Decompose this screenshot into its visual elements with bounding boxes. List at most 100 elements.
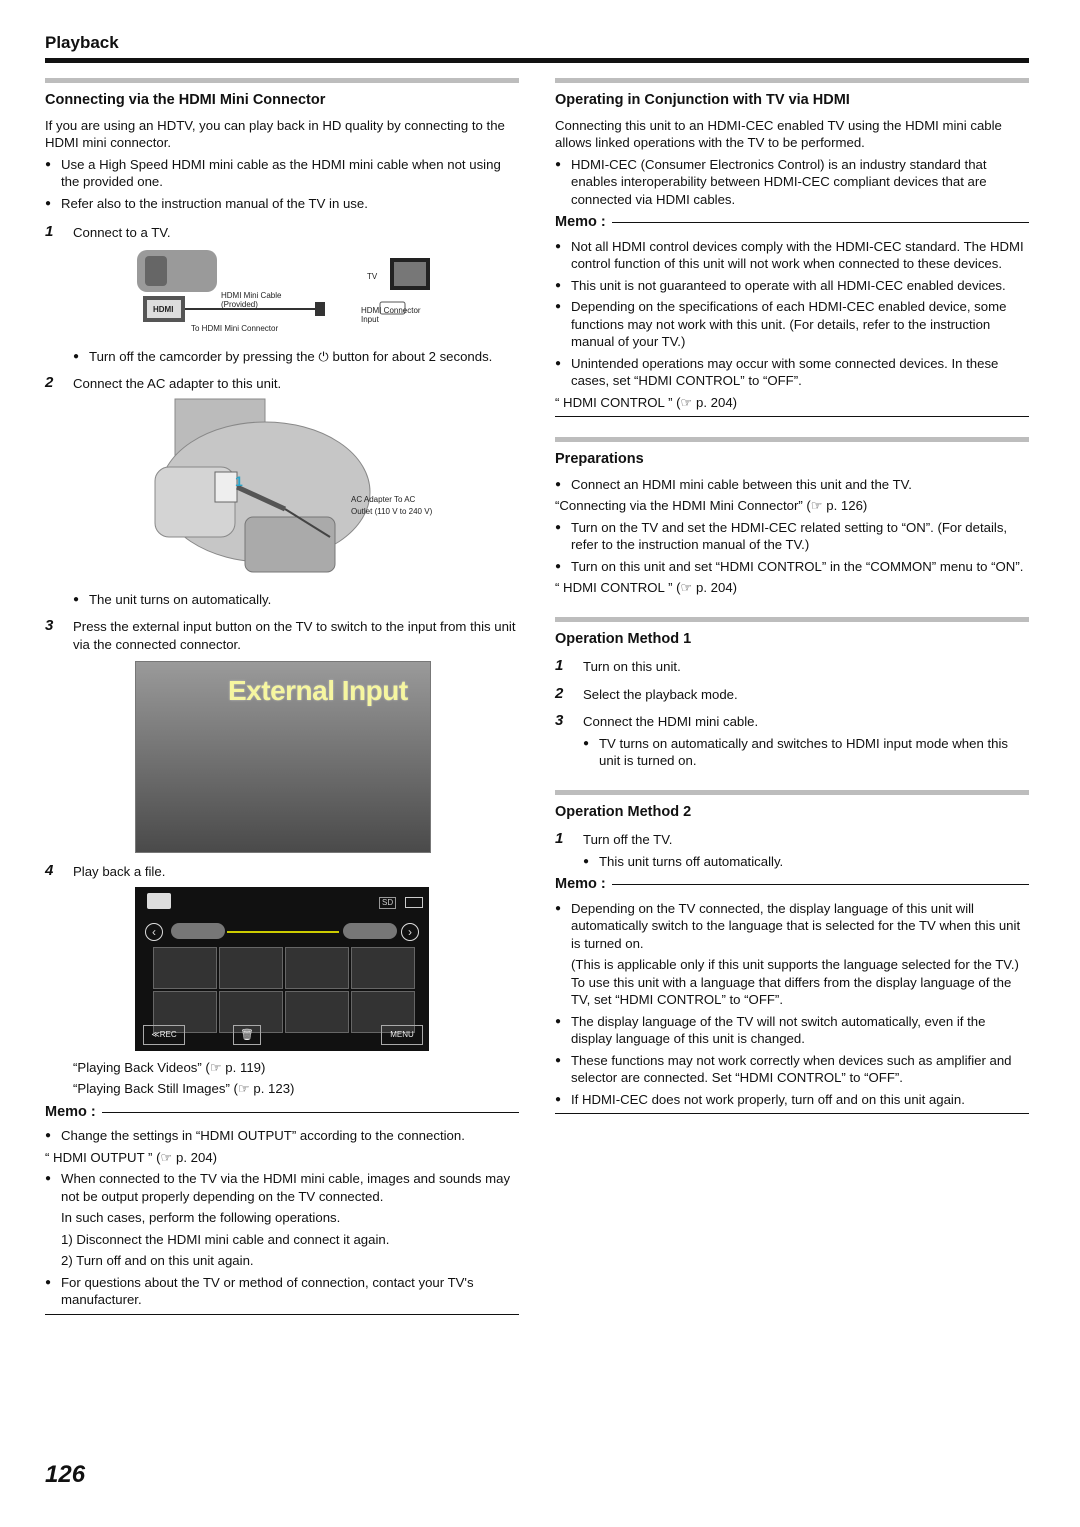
page-header: Playback — [45, 33, 119, 52]
memo-label: Memo : — [555, 214, 606, 230]
step-text: Turn off the TV. — [583, 832, 673, 847]
memo-end-rule — [555, 1113, 1029, 1114]
memo-label: Memo : — [45, 1103, 96, 1120]
step-number: 1 — [45, 223, 54, 240]
memo-heading: Memo : — [555, 214, 1029, 232]
memo-end-rule — [555, 416, 1029, 417]
tv-label: TV — [367, 271, 378, 281]
step-number: 3 — [555, 712, 564, 729]
step-2: 2 Connect the AC adapter to this unit. — [45, 374, 519, 393]
memo-text: (This is applicable only if this unit su… — [571, 957, 1019, 1007]
timeline-slider[interactable] — [227, 930, 339, 933]
step-number: 3 — [45, 617, 54, 634]
memo-bullet: Unintended operations may occur with som… — [555, 355, 1029, 390]
bullet: Turn on the TV and set the HDMI-CEC rela… — [555, 519, 1029, 554]
rec-button[interactable]: ≪REC — [143, 1024, 185, 1045]
thumbnail[interactable] — [351, 990, 415, 1033]
provided-label: (Provided) — [221, 299, 258, 309]
sd-badge: SD — [379, 896, 397, 909]
connection-figure: TV HDMI Mini Cable (Provided) HDMI To HD… — [135, 248, 435, 340]
section-title: Operating in Conjunction with TV via HDM… — [555, 92, 850, 108]
memo-bullet: These functions may not work correctly w… — [555, 1052, 1029, 1087]
step-1: 1 Connect to a TV. — [45, 223, 519, 242]
hdmi-logo: HDMI — [153, 304, 174, 314]
memo-bullet: When connected to the TV via the HDMI mi… — [45, 1170, 519, 1205]
trash-icon[interactable]: 🗑 — [233, 1024, 261, 1045]
thumbnail[interactable] — [351, 946, 415, 989]
memo-text: In such cases, perform the following ope… — [61, 1210, 341, 1225]
camcorder-illustration — [154, 398, 371, 572]
memo-bullet: The display language of the TV will not … — [555, 1013, 1029, 1048]
step-note: This unit turns off automatically. — [583, 853, 1029, 871]
bullet: Connect an HDMI mini cable between this … — [555, 476, 1029, 494]
step-note: Turn off the camcorder by pressing the ⏻… — [73, 348, 519, 366]
video-mode-icon — [147, 892, 171, 909]
step-4: 4 Play back a file. — [45, 862, 519, 881]
step: 3 Connect the HDMI mini cable. — [555, 712, 1029, 731]
ac-adapter-figure: 1 AC Adapter To AC Outlet (110 V to 240 … — [135, 397, 435, 583]
playback-screen: SD ‹ › ≪REC 🗑 MENU — [135, 886, 429, 1051]
chevron-right-icon[interactable]: › — [401, 922, 419, 941]
thumbnail[interactable] — [153, 990, 217, 1033]
reference-link[interactable]: “ HDMI CONTROL ” (☞ p. 204) — [555, 394, 738, 410]
memo-bullet: Depending on the TV connected, the displ… — [555, 900, 1029, 953]
memo-end-rule — [45, 1313, 519, 1315]
thumbnail[interactable] — [219, 990, 283, 1033]
cable-label: HDMI Mini Cable — [221, 290, 282, 300]
date-prev-button[interactable] — [171, 922, 225, 939]
section-bar — [45, 78, 519, 83]
section-bar — [555, 789, 1029, 795]
reference-link[interactable]: “ HDMI OUTPUT ” (☞ p. 204) — [45, 1149, 218, 1165]
step-text: Select the playback mode. — [583, 686, 738, 702]
left-column: Connecting via the HDMI Mini Connector I… — [45, 78, 519, 1315]
bullet: HDMI-CEC (Consumer Electronics Control) … — [555, 156, 1029, 209]
intro-text: If you are using an HDTV, you can play b… — [45, 117, 505, 151]
menu-button[interactable]: MENU — [381, 1024, 423, 1045]
ac-label-1: AC Adapter To AC — [351, 494, 416, 504]
memo-heading: Memo : — [45, 1104, 519, 1122]
header-rule — [45, 58, 1029, 63]
section-title: Operation Method 1 — [555, 630, 692, 647]
reference-link[interactable]: “Playing Back Still Images” (☞ p. 123) — [73, 1081, 295, 1096]
memo-bullet: This unit is not guaranteed to operate w… — [555, 277, 1029, 295]
thumbnail[interactable] — [285, 946, 349, 989]
step-text: Connect to a TV. — [73, 225, 171, 240]
section-bar — [555, 616, 1029, 622]
thumbnail[interactable] — [153, 946, 217, 989]
date-next-button[interactable] — [343, 922, 397, 939]
reference-link[interactable]: “Playing Back Videos” (☞ p. 119) — [73, 1059, 266, 1075]
memo-bullet: If HDMI-CEC does not work properly, turn… — [555, 1091, 1029, 1109]
step-note: TV turns on automatically and switches t… — [583, 735, 1029, 770]
section-bar — [555, 78, 1029, 83]
memo-rule — [101, 1111, 519, 1113]
memo-bullet: For questions about the TV or method of … — [45, 1274, 519, 1309]
step: 1 Turn on this unit. — [555, 657, 1029, 676]
step-number: 1 — [555, 830, 564, 847]
memo-label: Memo : — [555, 876, 606, 892]
bullet: Refer also to the instruction manual of … — [45, 195, 519, 213]
step-text: Play back a file. — [73, 864, 166, 879]
bullet: Turn on this unit and set “HDMI CONTROL”… — [555, 558, 1029, 576]
memo-rule — [611, 222, 1029, 224]
step: 2 Select the playback mode. — [555, 685, 1029, 704]
memo-bullet: Change the settings in “HDMI OUTPUT” acc… — [45, 1127, 519, 1145]
step-text: Connect the AC adapter to this unit. — [73, 376, 282, 391]
memo-heading: Memo : — [555, 876, 1029, 894]
section-title: Connecting via the HDMI Mini Connector — [45, 92, 326, 108]
section-bar — [555, 437, 1029, 442]
ac-label-2: Outlet (110 V to 240 V) — [351, 506, 433, 516]
chevron-left-icon[interactable]: ‹ — [145, 922, 163, 941]
intro-text: Connecting this unit to an HDMI-CEC enab… — [555, 117, 1002, 151]
memo-text: 1) Disconnect the HDMI mini cable and co… — [61, 1231, 390, 1247]
reference-link[interactable]: “Connecting via the HDMI Mini Connector”… — [555, 498, 868, 513]
reference-link[interactable]: “ HDMI CONTROL ” (☞ p. 204) — [555, 580, 738, 595]
memo-bullet: Not all HDMI control devices comply with… — [555, 238, 1029, 273]
thumbnail[interactable] — [219, 946, 283, 989]
section-title: Preparations — [555, 451, 644, 467]
camera-tv-illustration — [137, 249, 430, 322]
thumbnail[interactable] — [285, 990, 349, 1033]
memo-text: 2) Turn off and on this unit again. — [61, 1253, 254, 1268]
memo-bullet: Depending on the specifications of each … — [555, 298, 1029, 351]
step: 1 Turn off the TV. — [555, 830, 1029, 849]
right-column: Operating in Conjunction with TV via HDM… — [555, 78, 1029, 1114]
